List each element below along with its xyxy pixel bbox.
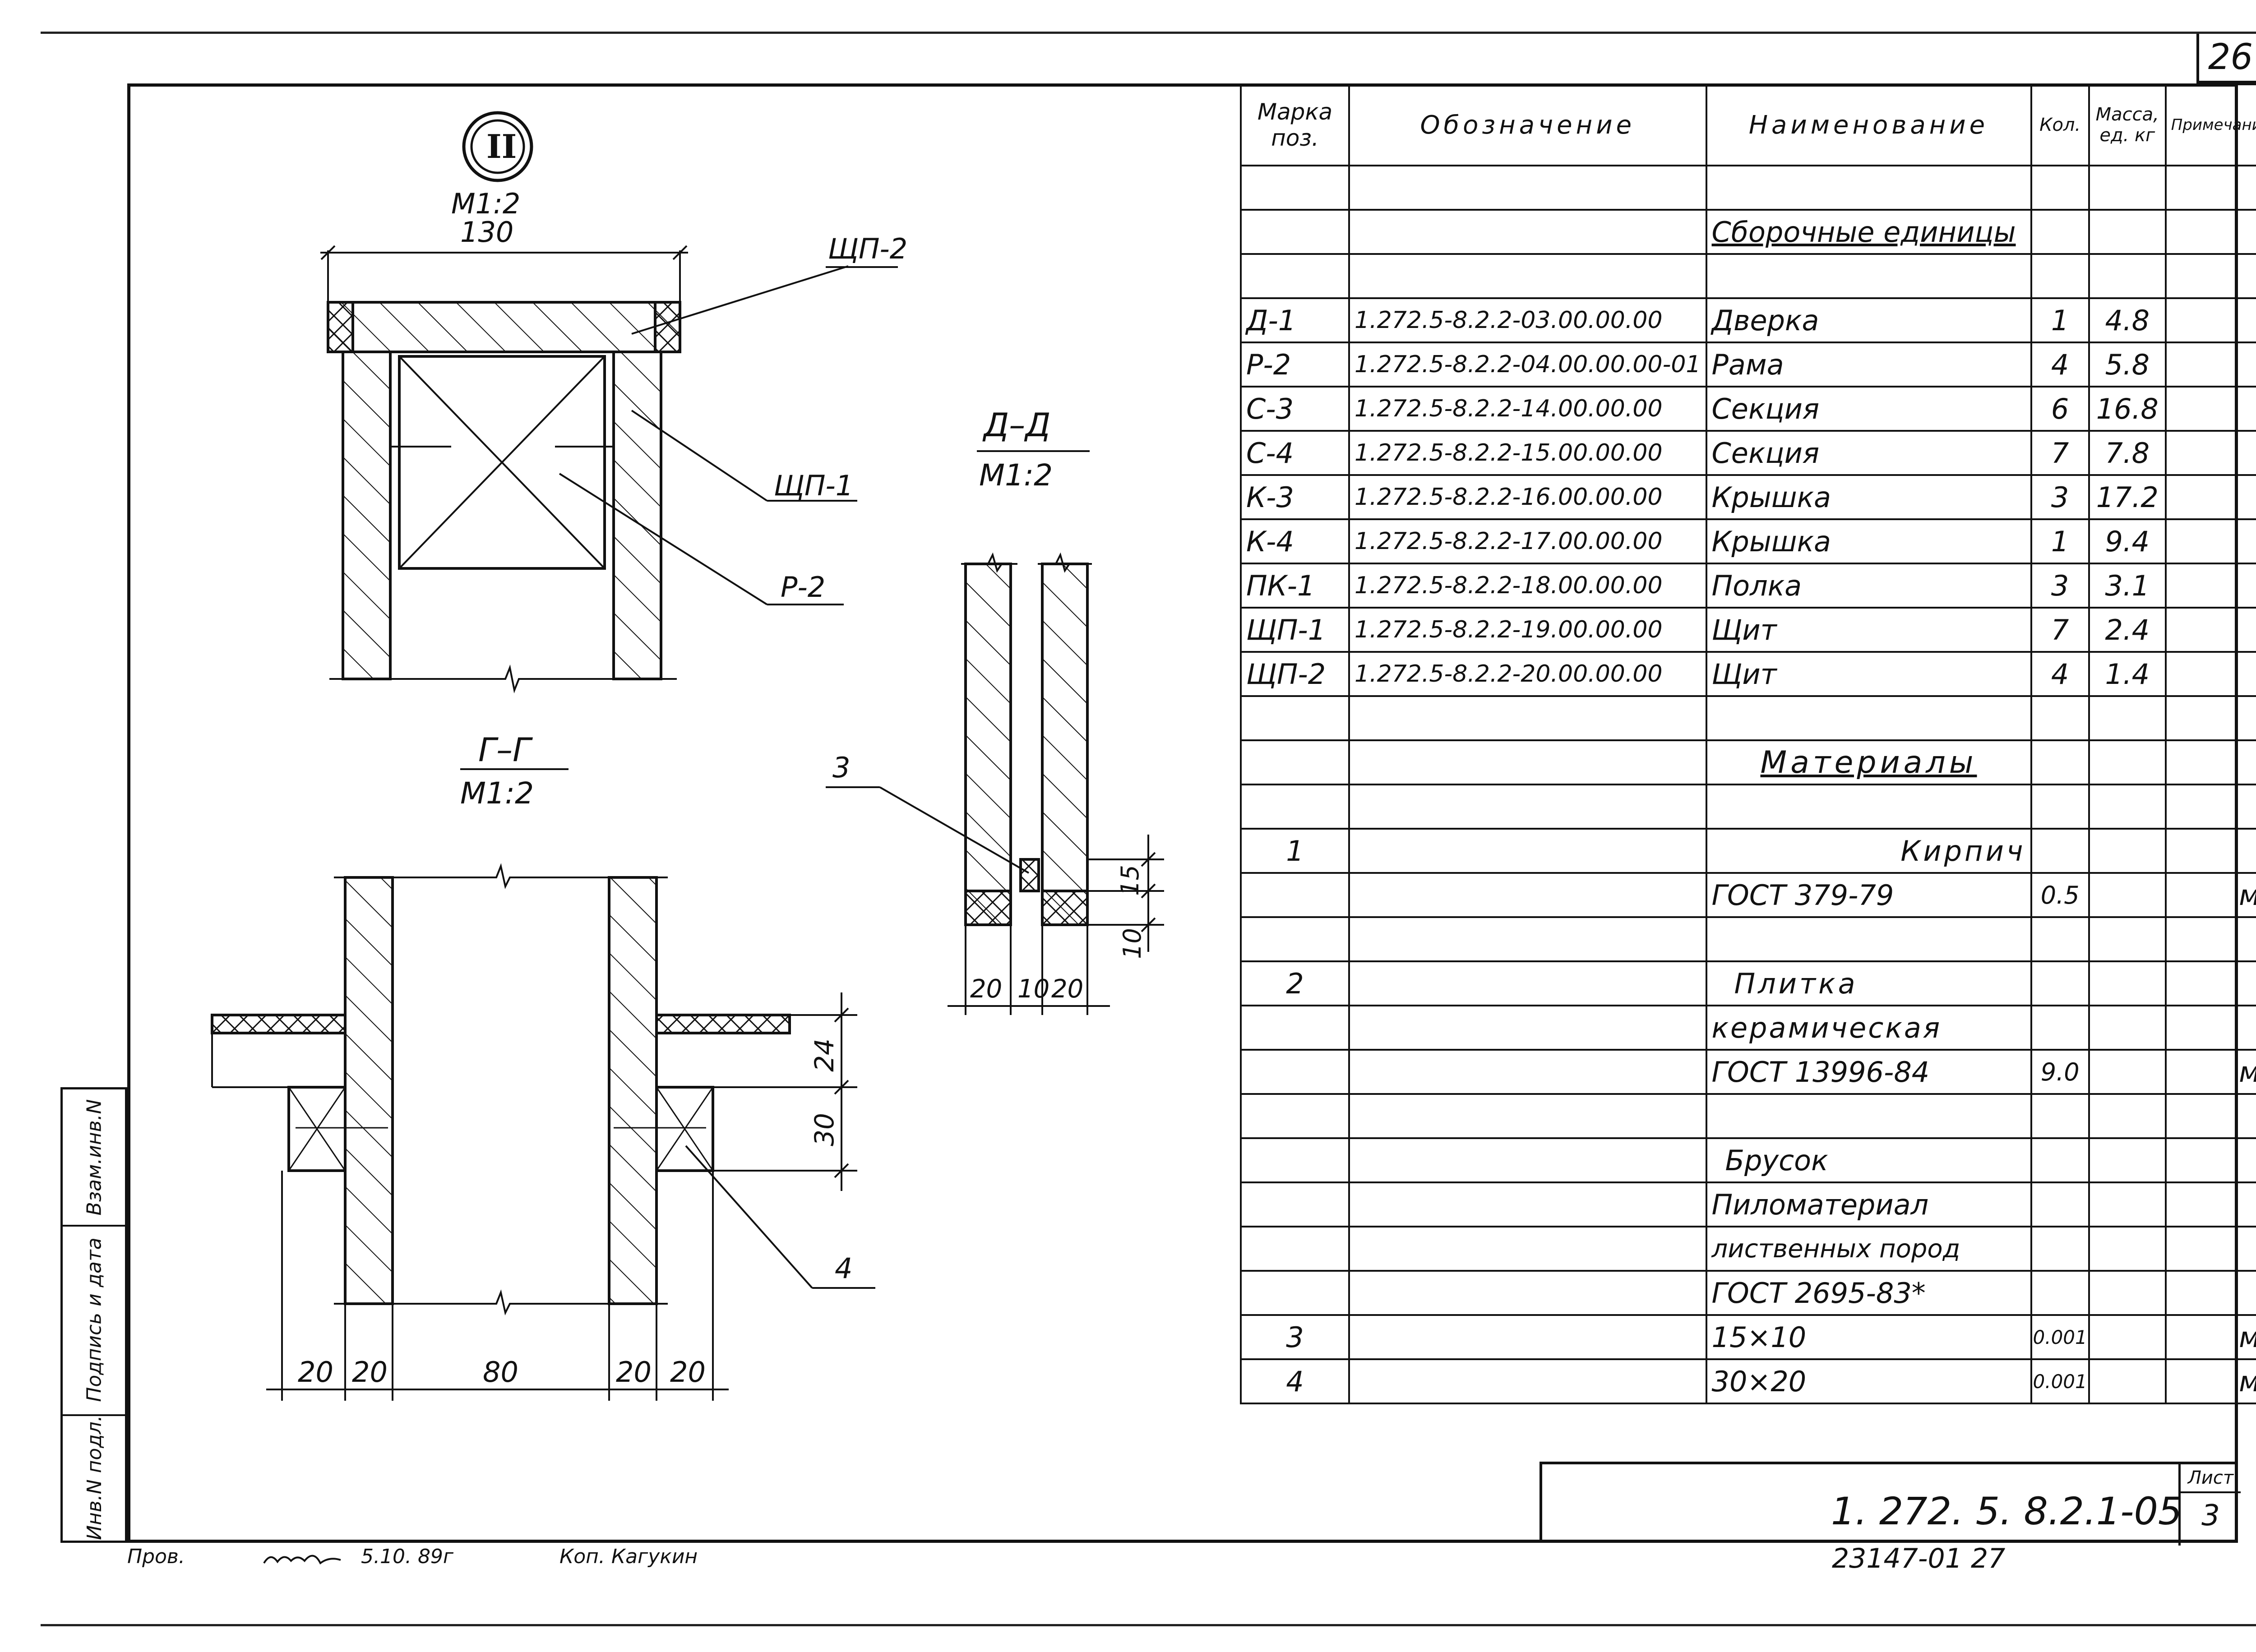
section-dd-scale: М1:2: [979, 458, 1053, 493]
section-dd-dim: 10: [1118, 928, 1146, 959]
leader-label-r2: Р-2: [781, 571, 826, 604]
section-gg-scale: М1:2: [460, 776, 534, 811]
view-ii-scale: М1:2: [451, 187, 521, 220]
table-row: 315×100.001м³: [1240, 1314, 2256, 1360]
table-row: Материалы: [1240, 739, 2256, 785]
section-gg-title: Г–Г: [478, 731, 531, 769]
table-row: [1240, 916, 2256, 962]
table-row: Брусок: [1240, 1137, 2256, 1183]
section-gg-dim: 80: [483, 1356, 518, 1389]
leader-label-shp2: ЩП-2: [828, 232, 908, 265]
section-heading-assembly: Сборочные единицы: [1705, 209, 2032, 255]
page-number: 26: [2208, 37, 2253, 78]
section-dd-title: Д–Д: [984, 406, 1051, 444]
sheet-label: Лист: [2181, 1464, 2241, 1493]
section-gg-dim: 30: [809, 1113, 840, 1146]
footer-date-note: 5.10. 89г: [361, 1545, 454, 1568]
side-stamp-cell: Взам.инв.N: [63, 1089, 126, 1227]
bottom-trim-line: [41, 1624, 2256, 1626]
table-row: ГОСТ 2695-83*: [1240, 1270, 2256, 1316]
section-gg-dim: 20: [616, 1356, 652, 1389]
table-row: [1240, 1093, 2256, 1139]
section-gg-dim: 20: [298, 1356, 333, 1389]
document-code: 1. 272. 5. 8.2.1-05: [1831, 1489, 2182, 1533]
table-row: Пиломатериал: [1240, 1181, 2256, 1227]
top-trim-line: [41, 32, 2256, 34]
table-row: керамическая: [1240, 1005, 2256, 1051]
section-dd-dim: 20: [1051, 974, 1084, 1004]
header-name: Наименование: [1705, 83, 2032, 166]
header-qty: Кол.: [2030, 83, 2090, 166]
table-row: [1240, 253, 2256, 299]
page-number-box: 26: [2196, 34, 2256, 83]
header-note: Примечание: [2164, 83, 2256, 166]
footer-copy-note: Коп. Кагукин: [559, 1545, 698, 1568]
footer-check-label: Пров.: [127, 1545, 185, 1568]
side-stamp-cell: Подпись и дата: [63, 1225, 126, 1416]
table-row: 430×200.001м³: [1240, 1358, 2256, 1404]
table-row: лиственных пород: [1240, 1226, 2256, 1272]
section-dd-dim: 20: [970, 974, 1003, 1004]
sheet-number: 3: [2201, 1499, 2220, 1532]
table-row: [1240, 695, 2256, 741]
table-row: [1240, 784, 2256, 830]
side-stamp: Взам.инв.N Подпись и дата Инв.N подл.: [60, 1087, 127, 1543]
section-dd-dim: 15: [1115, 865, 1144, 896]
view-mark-circle: [462, 111, 533, 182]
title-block: 1. 272. 5. 8.2.1-05 Лист 3: [1539, 1462, 2241, 1546]
signature-scribble: [263, 1555, 341, 1565]
leader-label-4: 4: [835, 1252, 853, 1285]
table-row: ГОСТ 379-790.5м³: [1240, 872, 2256, 918]
table-row: ГОСТ 13996-849.0м²: [1240, 1049, 2256, 1095]
sheet-box: Лист 3: [2178, 1464, 2241, 1546]
table-row: [1240, 165, 2256, 211]
header-mark: Марка поз.: [1240, 83, 1350, 166]
section-gg-dim: 20: [352, 1356, 388, 1389]
header-designation: Обозначение: [1348, 83, 1707, 166]
header-mass: Масса, ед. кг: [2088, 83, 2167, 166]
section-dd-drawing: [826, 450, 1164, 1015]
view-ii-width-dim: 130: [460, 216, 514, 249]
section-dd-dim: 10: [1017, 974, 1050, 1004]
specification-table: Марка поз. Обозначение Наименование Кол.…: [1240, 83, 2256, 1404]
table-header-row: Марка поз. Обозначение Наименование Кол.…: [1240, 83, 2256, 166]
section-gg-drawing: [211, 768, 875, 1401]
view-ii-drawing: [320, 111, 898, 693]
section-heading-materials: Материалы: [1705, 739, 2032, 785]
section-gg-dim: 20: [670, 1356, 706, 1389]
table-row: Сборочные единицы: [1240, 209, 2256, 255]
archive-number: 23147-01 27: [1832, 1543, 2006, 1574]
section-gg-dim: 24: [809, 1038, 840, 1072]
view-mark: II: [486, 127, 517, 166]
leader-label-3: 3: [832, 751, 851, 784]
leader-label-shp1: ЩП-1: [774, 469, 854, 502]
